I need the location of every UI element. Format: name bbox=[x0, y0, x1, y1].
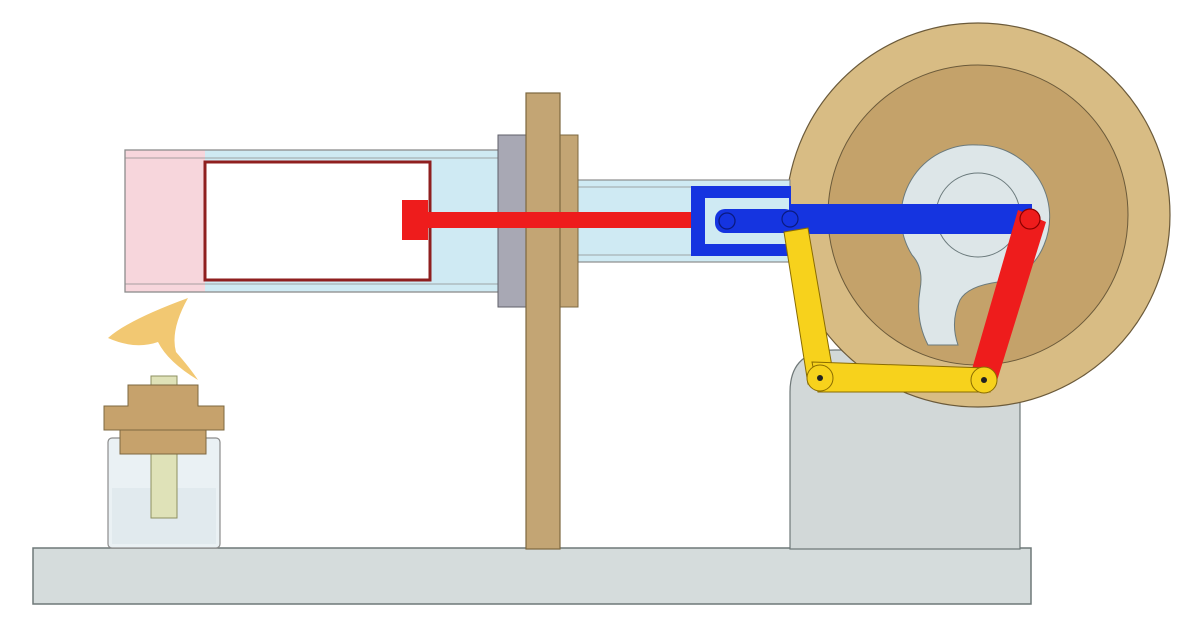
crank-link bbox=[970, 210, 1046, 384]
displacer-piston bbox=[203, 160, 432, 282]
connecting-rod-pin bbox=[781, 210, 799, 228]
connecting-rod bbox=[790, 204, 1032, 234]
rocker-pivot-right-dot bbox=[981, 377, 987, 383]
base-plate bbox=[32, 547, 1032, 605]
mounting-post bbox=[525, 92, 561, 550]
displacer-rod-boss bbox=[402, 200, 428, 240]
lamp-cap bbox=[103, 384, 225, 455]
power-piston-yoke bbox=[691, 186, 795, 256]
cylinder-hot-end bbox=[125, 150, 205, 292]
rocker-pivot-left-dot bbox=[817, 375, 823, 381]
crank-pin bbox=[1019, 208, 1041, 230]
yoke-slide bbox=[715, 209, 795, 233]
yoke-pin bbox=[718, 212, 736, 230]
spirit-lamp bbox=[103, 375, 225, 549]
flame bbox=[108, 298, 198, 380]
